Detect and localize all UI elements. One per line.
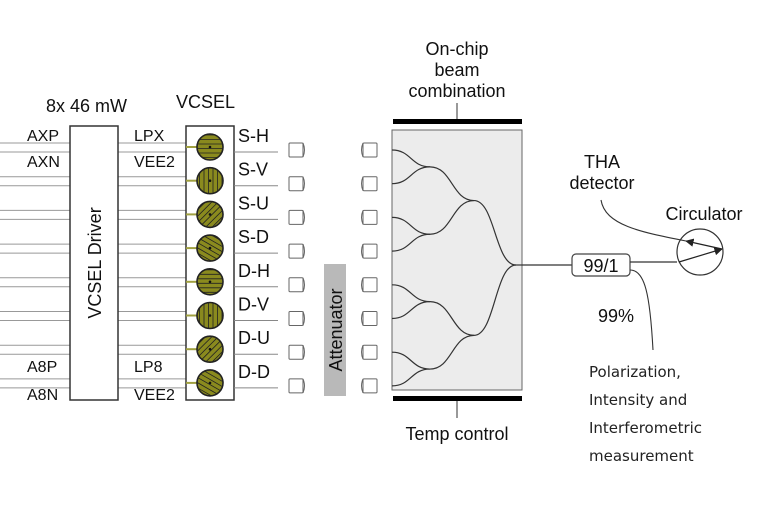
chip-title-line-3: combination [408,81,505,101]
channel-label-s-d: S-D [238,227,269,247]
lens-left [288,378,305,394]
attenuator-label: Attenuator [326,288,346,371]
driver-output-label-vee2-bottom: VEE2 [134,387,175,404]
driver-output-wires [118,142,186,389]
driver-input-label-axn: AXN [27,154,60,171]
lens-right [361,378,378,394]
lens-left [288,277,305,293]
measurement-line-1: Polarization, [589,363,681,381]
chip-title-line-1: On-chip [425,39,488,59]
vcsel-emitter-s-d [186,231,228,266]
temp-control-label: Temp control [405,424,508,444]
waveguide-stage-1 [391,166,431,185]
waveguide-stage-3 [473,264,517,336]
driver-output-label-lp8: LP8 [134,359,163,376]
lens-left [288,243,305,259]
driver-input-wires [0,142,70,389]
lens-right [361,311,378,326]
lens-left [288,344,305,360]
detector-label-line-2: detector [569,173,634,193]
lens-left [288,311,305,326]
vcsel-emitter-s-v [186,166,224,195]
channel-label-s-u: S-U [238,193,269,213]
splitter-99-1 [571,253,631,277]
chip-title-line-2: beam [434,60,479,80]
driver-output-label-lpx: LPX [134,128,165,145]
vcsel-driver-box [69,125,119,401]
lens-right [361,142,378,158]
lens-right [361,277,378,293]
lens-left [288,176,305,192]
circulator [676,228,724,276]
driver-input-label-a8n: A8N [27,387,58,404]
lens-left [288,142,305,158]
waveguide-stage-1 [391,284,431,303]
lens-right [361,243,378,259]
channel-label-d-v: D-V [238,295,269,315]
waveguide-stage-1 [391,149,431,168]
splitter-label: 99/1 [583,256,618,276]
driver-input-label-axp: AXP [27,128,59,145]
vcsel-emitters [186,133,228,400]
driver-output-label-vee2-top: VEE2 [134,154,175,171]
lens-right [361,209,378,225]
channel-label-d-d: D-D [238,362,270,382]
waveguide-stage-3 [473,199,517,266]
detector-fiber [600,199,687,242]
vcsel-emitter-d-u [186,331,228,367]
circulator-arrow-in [678,247,723,263]
detector-label-line-1: THA [584,152,620,172]
channel-label-d-u: D-U [238,328,270,348]
splitter-output-percent: 99% [598,306,634,326]
waveguide-stage-1 [391,216,431,235]
lens-array [288,142,378,394]
channel-label-s-h: S-H [238,126,269,146]
waveguide-stage-1 [391,351,431,370]
waveguide-stage-2 [429,166,475,202]
attenuator-box [324,264,346,396]
circulator-label: Circulator [665,204,742,224]
driver-input-label-a8p: A8P [27,359,57,376]
lens-right [361,344,378,360]
vcsel-emitter-d-h [186,267,224,296]
vcsel-emitter-s-u [186,196,228,233]
channel-labels: S-H S-V S-U S-D D-H D-V D-U D-D [234,126,278,389]
waveguide-stage-1 [391,233,431,252]
beam-combination-bar [393,119,522,124]
vcsel-title: VCSEL [176,92,235,112]
lens-right [361,176,378,192]
photonic-chip [391,129,523,391]
waveguide-stage-1 [391,368,431,387]
measurement-line-4: measurement [589,447,694,465]
lens-left [288,209,305,225]
channel-label-d-h: D-H [238,261,270,281]
circulator-arrow-to-detector [685,238,723,250]
temp-control-bar [393,396,522,401]
vcsel-driver-label: VCSEL Driver [85,207,105,318]
waveguide-stage-2 [429,334,475,370]
measurement-line-2: Intensity and [589,391,687,409]
waveguide-stage-2 [429,199,475,235]
driver-power-label: 8x 46 mW [46,96,127,116]
waveguide-stage-2 [429,301,475,336]
measurement-line-3: Interferometric [589,419,702,437]
measurement-fiber [629,269,654,351]
waveguide-stage-1 [391,301,431,320]
waveguide-tree [391,149,522,387]
channel-label-s-v: S-V [238,160,268,180]
